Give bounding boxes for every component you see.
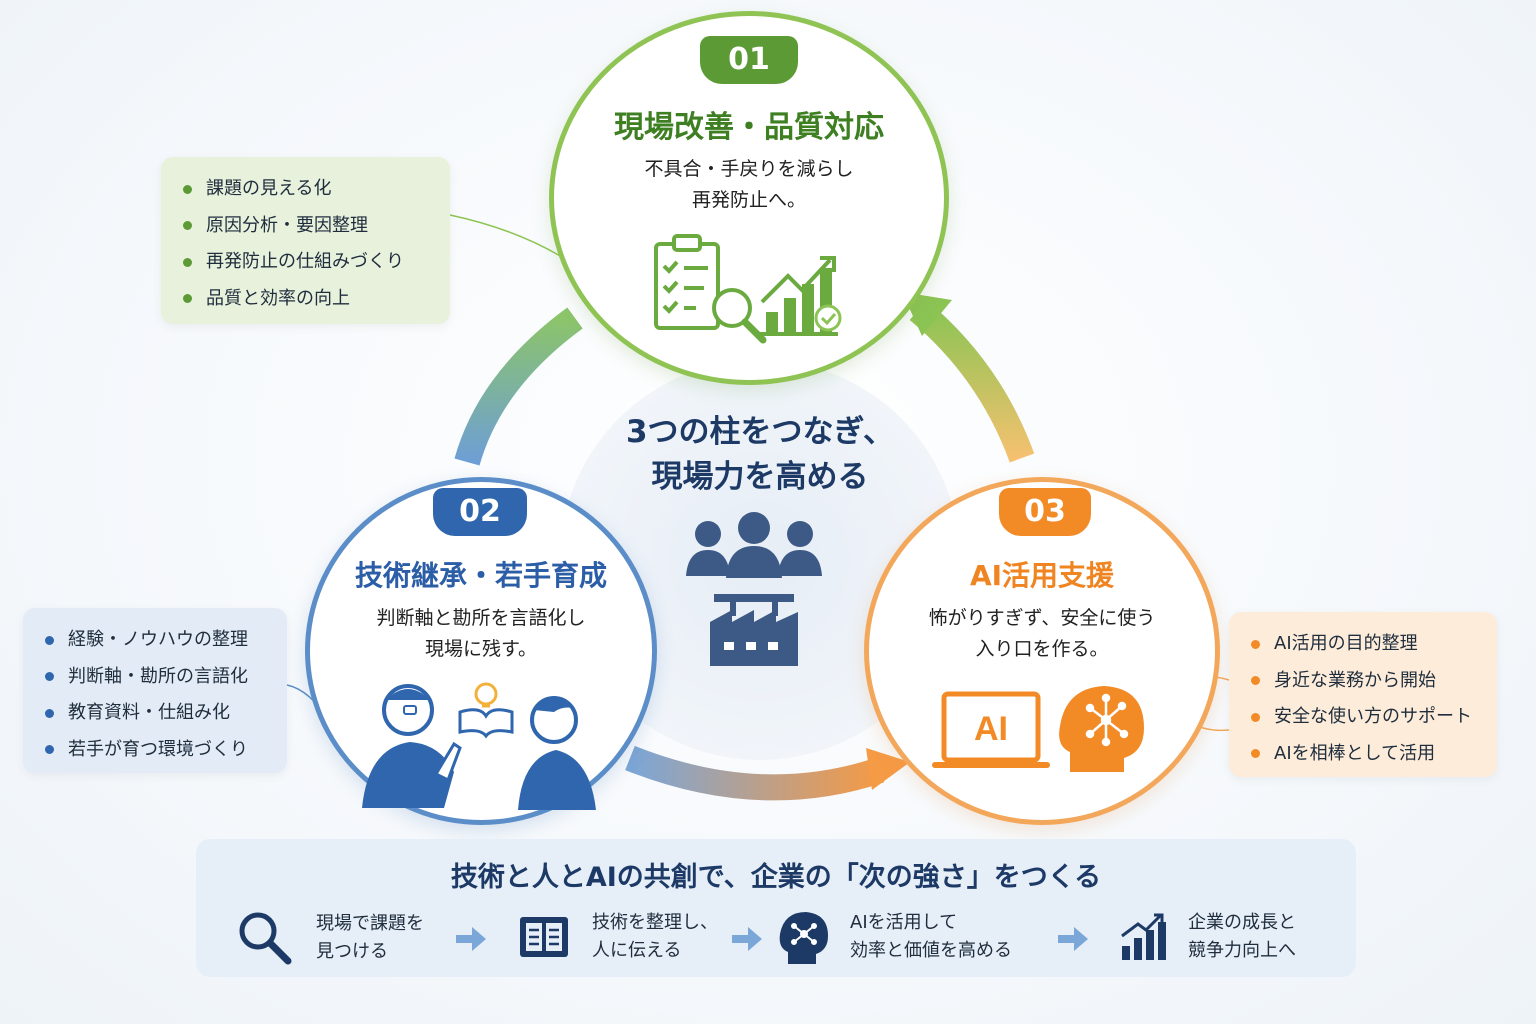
pillar-02-desc-line2: 現場に残す。 [424,638,538,660]
pillar-01-title: 現場改善・品質対応 [614,110,884,145]
arc-left [454,307,583,466]
list-item-text: 品質と効率の向上 [206,287,350,309]
bullet-dot [45,672,54,682]
step-1-line1: 現場で課題を [316,913,424,934]
list-item: 原因分析・要因整理 [183,208,432,245]
bullet-dot [45,635,54,645]
list-item: 判断軸・勘所の言語化 [45,659,269,696]
pillar-03-points: AI活用の目的整理 身近な業務から開始 安全な使い方のサポート AIを相棒として… [1229,612,1497,777]
bullet-dot [183,221,192,231]
bullet-dot [183,184,192,194]
list-item-text: 原因分析・要因整理 [206,214,368,236]
step-1-text: 現場で課題を 見つける [316,910,424,966]
team-factory-icon [686,512,822,666]
ai-laptop-label: AI [974,710,1008,748]
pillar-01-desc-line2: 再発防止へ。 [691,189,806,211]
arrow-right-icon [1058,927,1088,951]
magnifier-icon [239,912,292,965]
arc-right [909,300,1035,463]
growth-chart-icon [1121,913,1166,960]
list-item-text: AIを相棒として活用 [1274,742,1436,764]
step-3-line2: 効率と価値を高める [850,940,1012,961]
pillar-03-desc: 怖がりすぎず、安全に使う 入り口を作る。 [864,603,1220,665]
list-item-text: 再発防止の仕組みづくり [206,251,404,272]
list-item: 品質と効率の向上 [183,281,432,318]
step-4: 企業の成長と 競争力向上へ [1120,909,1296,965]
arc-right-head [902,292,952,336]
list-item: 再発防止の仕組みづくり [183,244,432,281]
checklist-chart-icon [654,234,842,344]
pillar-02-desc-line1: 判断軸と勘所を言語化し [376,607,586,629]
bottom-title: 技術と人とAIの共創で、企業の「次の強さ」をつくる [450,862,1102,893]
pillar-01-points: 課題の見える化 原因分析・要因整理 再発防止の仕組みづくり 品質と効率の向上 [161,157,450,324]
pillar-03-desc-line2: 入り口を作る。 [975,638,1109,660]
list-item: 課題の見える化 [183,171,432,208]
pillar-03-desc-line1: 怖がりすぎず、安全に使う [928,607,1156,629]
step-2-line1: 技術を整理し、 [592,912,718,933]
step-1: 現場で課題を 見つける [236,909,424,967]
step-3-line1: AIを活用して [850,912,958,933]
pillar-03-number: 03 [999,488,1091,536]
list-item-text: AI活用の目的整理 [1274,633,1418,654]
step-3: AIを活用して 効率と価値を高める [778,909,1012,965]
step-2-text: 技術を整理し、 人に伝える [592,909,718,965]
bullet-dot [45,708,54,718]
bullet-dot [1251,639,1260,649]
bullet-dot [1251,749,1260,759]
step-2: 技術を整理し、 人に伝える [518,909,718,965]
center-message: 3つの柱をつなぎ、 現場力を高める [560,410,960,500]
arc-bottom [625,745,885,801]
list-item: 経験・ノウハウの整理 [45,622,269,659]
step-4-line2: 競争力向上へ [1188,940,1296,961]
list-item-text: 経験・ノウハウの整理 [68,629,248,650]
center-message-line2: 現場力を高める [651,459,869,495]
bullet-dot [183,294,192,304]
list-item-text: 身近な業務から開始 [1274,669,1436,691]
step-2-line2: 人に伝える [592,940,682,961]
bullet-dot [1251,676,1260,686]
pillar-01-desc: 不具合・手戻りを減らし 再発防止へ。 [549,154,949,216]
step-1-line2: 見つける [316,941,388,962]
center-message-line1: 3つの柱をつなぎ、 [625,414,895,450]
pillar-02-number: 02 [433,488,527,536]
pillar-02-desc: 判断軸と勘所を言語化し 現場に残す。 [305,603,657,665]
ai-laptop-brain-icon: AI [932,686,1144,772]
arrow-right-icon [456,927,486,951]
bullet-dot [45,745,54,755]
list-item: 身近な業務から開始 [1251,663,1479,700]
list-item: AI活用の目的整理 [1251,626,1479,663]
ai-head-icon [779,912,828,964]
mentor-teaching-icon [362,682,596,810]
pillar-02-title: 技術継承・若手育成 [354,559,607,592]
bullet-dot [1251,712,1260,722]
list-item-text: 若手が育つ環境づくり [68,738,248,760]
arrow-right-icon [732,927,762,951]
step-3-text: AIを活用して 効率と価値を高める [850,909,1012,965]
list-item-text: 判断軸・勘所の言語化 [68,665,248,687]
list-item: 安全な使い方のサポート [1251,699,1479,736]
list-item-text: 教育資料・仕組み化 [68,702,230,723]
step-4-text: 企業の成長と 競争力向上へ [1188,909,1296,965]
step-4-line1: 企業の成長と [1188,912,1296,933]
pillar-01-desc-line1: 不具合・手戻りを減らし [644,158,854,180]
list-item-text: 安全な使い方のサポート [1274,706,1472,727]
pillar-03-title: AI活用支援 [969,559,1115,592]
list-item: AIを相棒として活用 [1251,736,1479,773]
list-item: 若手が育つ環境づくり [45,732,269,769]
bullet-dot [183,257,192,267]
bottom-banner: 技術と人とAIの共創で、企業の「次の強さ」をつくる 現場で課題を 見つける 技術… [196,839,1356,977]
arc-bottom-head [866,748,910,790]
list-item-text: 課題の見える化 [206,178,332,199]
pillar-01-number: 01 [700,36,798,84]
list-item: 教育資料・仕組み化 [45,695,269,732]
pillar-02-points: 経験・ノウハウの整理 判断軸・勘所の言語化 教育資料・仕組み化 若手が育つ環境づ… [23,608,287,773]
book-icon [520,917,568,957]
